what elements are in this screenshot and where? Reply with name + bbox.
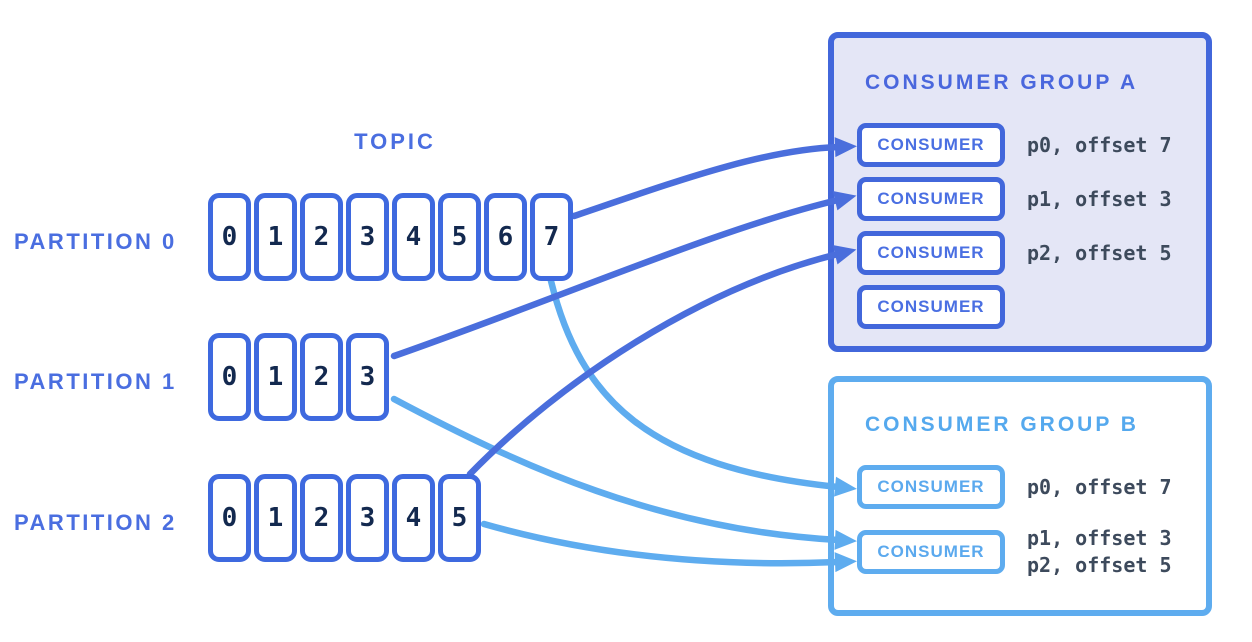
consumer-box: CONSUMER (857, 177, 1005, 221)
arrow-partition0-to-groupB-consumer1 (547, 277, 857, 497)
consumer-row: CONSUMER p0, offset 7 (857, 123, 1172, 167)
consumer-offsets: p1, offset 3 p2, offset 5 (1027, 525, 1172, 579)
consumer-group-b-list: CONSUMER p0, offset 7 CONSUMER p1, offset 3… (857, 465, 1172, 577)
consumer-box: CONSUMER (857, 465, 1005, 509)
message-cell: 0 (208, 193, 251, 281)
message-cell: 4 (392, 474, 435, 562)
consumer-offsets: p1, offset 3 (1027, 186, 1172, 213)
consumer-group-b-title: CONSUMER GROUP B (865, 413, 1139, 436)
consumer-box: CONSUMER (857, 530, 1005, 574)
consumer-row: CONSUMER (857, 285, 1172, 329)
offset-line: p2, offset 5 (1027, 240, 1172, 265)
partition-1-label: PARTITION 1 (14, 369, 177, 394)
message-cell: 7 (530, 193, 573, 281)
consumer-offsets: p0, offset 7 (1027, 132, 1172, 159)
consumer-group-a-title: CONSUMER GROUP A (865, 71, 1139, 94)
consumer-box: CONSUMER (857, 231, 1005, 275)
message-cell: 1 (254, 193, 297, 281)
consumer-offsets: p2, offset 5 (1027, 240, 1172, 267)
arrow-partition2-to-groupB-consumer2 (480, 520, 857, 573)
consumer-row: CONSUMER p1, offset 3 p2, offset 5 (857, 526, 1172, 577)
consumer-row: CONSUMER p1, offset 3 (857, 177, 1172, 221)
offset-line: p1, offset 3 (1027, 186, 1172, 211)
message-cell: 1 (254, 333, 297, 421)
arrow-partition0-to-groupA-consumer1 (570, 137, 857, 220)
message-cell: 0 (208, 474, 251, 562)
message-cell: 1 (254, 474, 297, 562)
message-cell: 5 (438, 474, 481, 562)
consumer-box: CONSUMER (857, 123, 1005, 167)
message-cell: 6 (484, 193, 527, 281)
consumer-row: CONSUMER p2, offset 5 (857, 231, 1172, 275)
message-cell: 2 (300, 333, 343, 421)
offset-line: p2, offset 5 (1027, 553, 1172, 577)
consumer-group-a-list: CONSUMER p0, offset 7 CONSUMER p1, offset 3… (857, 123, 1172, 329)
message-cell: 5 (438, 193, 481, 281)
message-cell: 4 (392, 193, 435, 281)
message-cell: 2 (300, 193, 343, 281)
partition-2-label: PARTITION 2 (14, 510, 177, 535)
offset-line: p0, offset 7 (1027, 474, 1172, 499)
message-cell: 3 (346, 474, 389, 562)
message-cell: 2 (300, 474, 343, 562)
partition-0-label: PARTITION 0 (14, 229, 177, 254)
topic-label: TOPIC (354, 129, 436, 154)
consumer-offsets: p0, offset 7 (1027, 474, 1172, 501)
message-cell: 0 (208, 333, 251, 421)
offset-line: p0, offset 7 (1027, 132, 1172, 157)
arrow-partition2-to-groupA-consumer3 (466, 245, 857, 478)
consumer-box: CONSUMER (857, 285, 1005, 329)
message-cell: 3 (346, 193, 389, 281)
offset-line: p1, offset 3 (1027, 526, 1172, 550)
message-cell: 3 (346, 333, 389, 421)
consumer-row: CONSUMER p0, offset 7 (857, 465, 1172, 509)
